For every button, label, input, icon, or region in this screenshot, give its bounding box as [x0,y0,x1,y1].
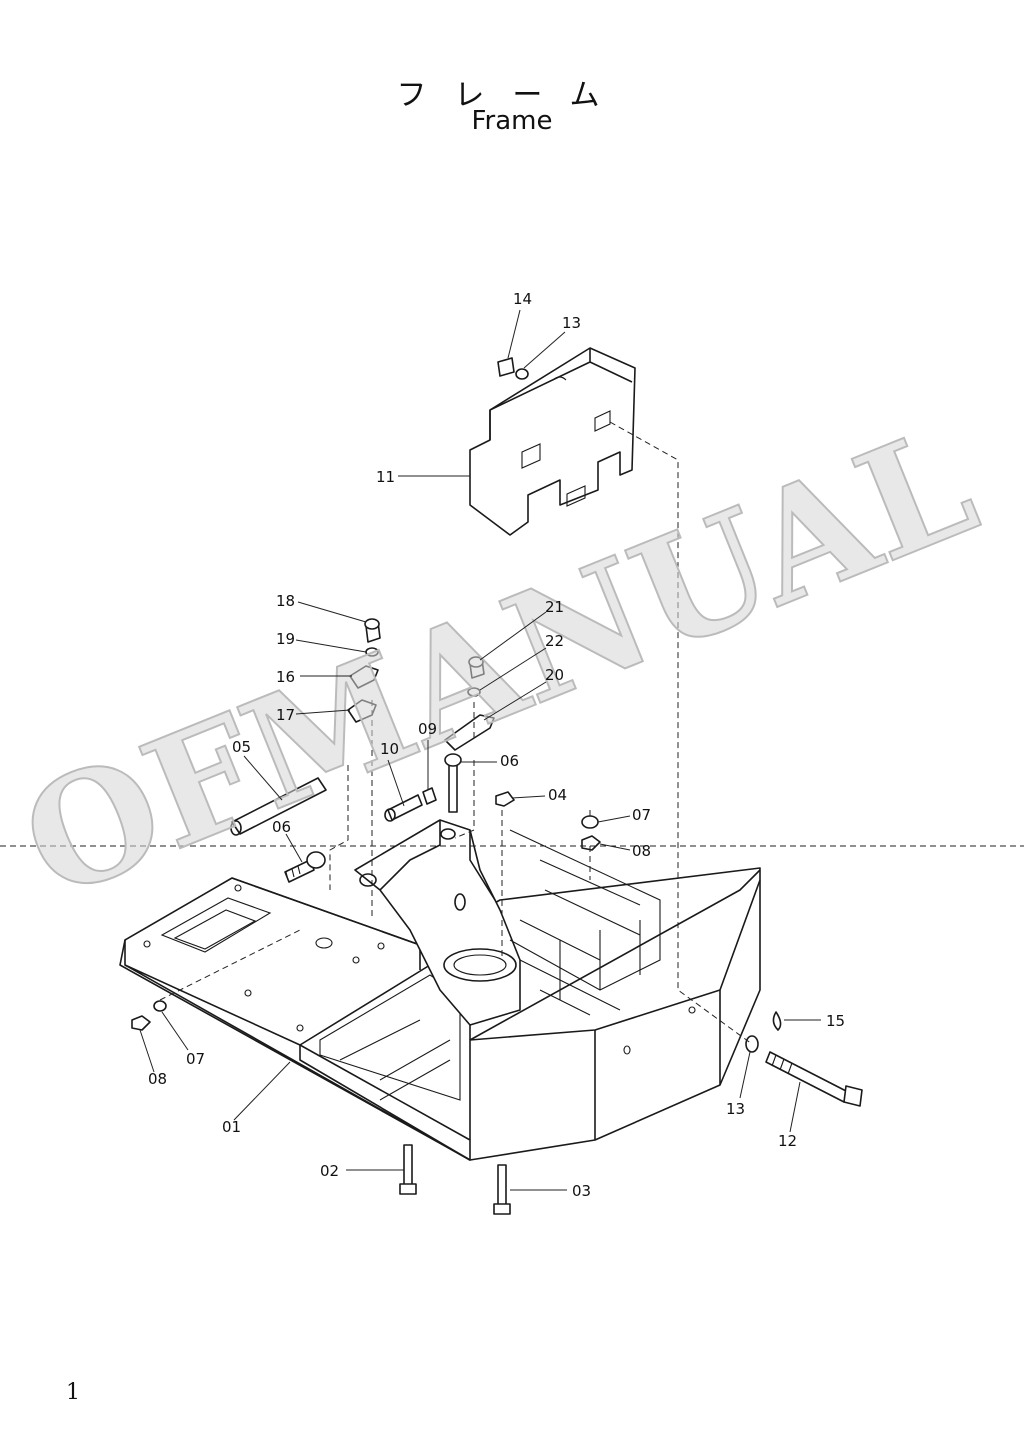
nut-08-right-part [581,835,601,851]
callout-04: 04 [548,786,567,804]
callout-06-upper: 06 [500,752,519,770]
pin-10-part [384,794,423,822]
callout-16: 16 [276,668,295,686]
washer-13-lower-part [745,1035,759,1053]
bolt-02-part [399,1144,417,1195]
callout-12: 12 [778,1132,797,1150]
callout-02: 02 [320,1162,339,1180]
callout-leaders [139,309,821,1191]
pin-05-part [230,777,327,836]
part-callouts: 14 13 11 18 19 16 17 21 22 20 05 10 09 0… [148,290,845,1200]
callout-06-left: 06 [272,818,291,836]
bolt-03-part [493,1164,511,1215]
stopper-group [444,656,495,751]
callout-08-right: 08 [632,842,651,860]
callout-17: 17 [276,706,295,724]
bolt-06-left-part [284,851,326,883]
grease-fitting-09-part [422,787,437,805]
callout-22: 22 [545,632,564,650]
callout-20: 20 [545,666,564,684]
pin-15-part [772,1011,782,1031]
callout-21: 21 [545,598,564,616]
callout-11: 11 [376,468,395,486]
counterweight-bolt-top [497,357,529,380]
callout-09: 09 [418,720,437,738]
bolt-12-part [765,1051,863,1107]
callout-13-top: 13 [562,314,581,332]
counterweight-part [469,347,636,536]
callout-07-left: 07 [186,1050,205,1068]
alignment-lines [0,421,1024,1045]
callout-05: 05 [232,738,251,756]
callout-01: 01 [222,1118,241,1136]
main-frame-part [119,819,761,1161]
washer-07-left-part [153,1000,167,1012]
plate-bolt-group [347,618,381,723]
callout-18: 18 [276,592,295,610]
callout-10: 10 [380,740,399,758]
page-title-english: Frame [471,106,553,136]
nut-04-part [495,791,515,807]
callout-08-left: 08 [148,1070,167,1088]
callout-03: 03 [572,1182,591,1200]
nut-08-left-part [131,1015,151,1031]
callout-14: 14 [513,290,532,308]
callout-13-lower: 13 [726,1100,745,1118]
callout-19: 19 [276,630,295,648]
washer-07-right-part [581,815,599,829]
callout-07-right: 07 [632,806,651,824]
page-title-japanese: フレーム [396,78,628,113]
callout-15: 15 [826,1012,845,1030]
page-number: 1 [66,1380,80,1405]
bolt-06-upper-part [444,753,462,813]
